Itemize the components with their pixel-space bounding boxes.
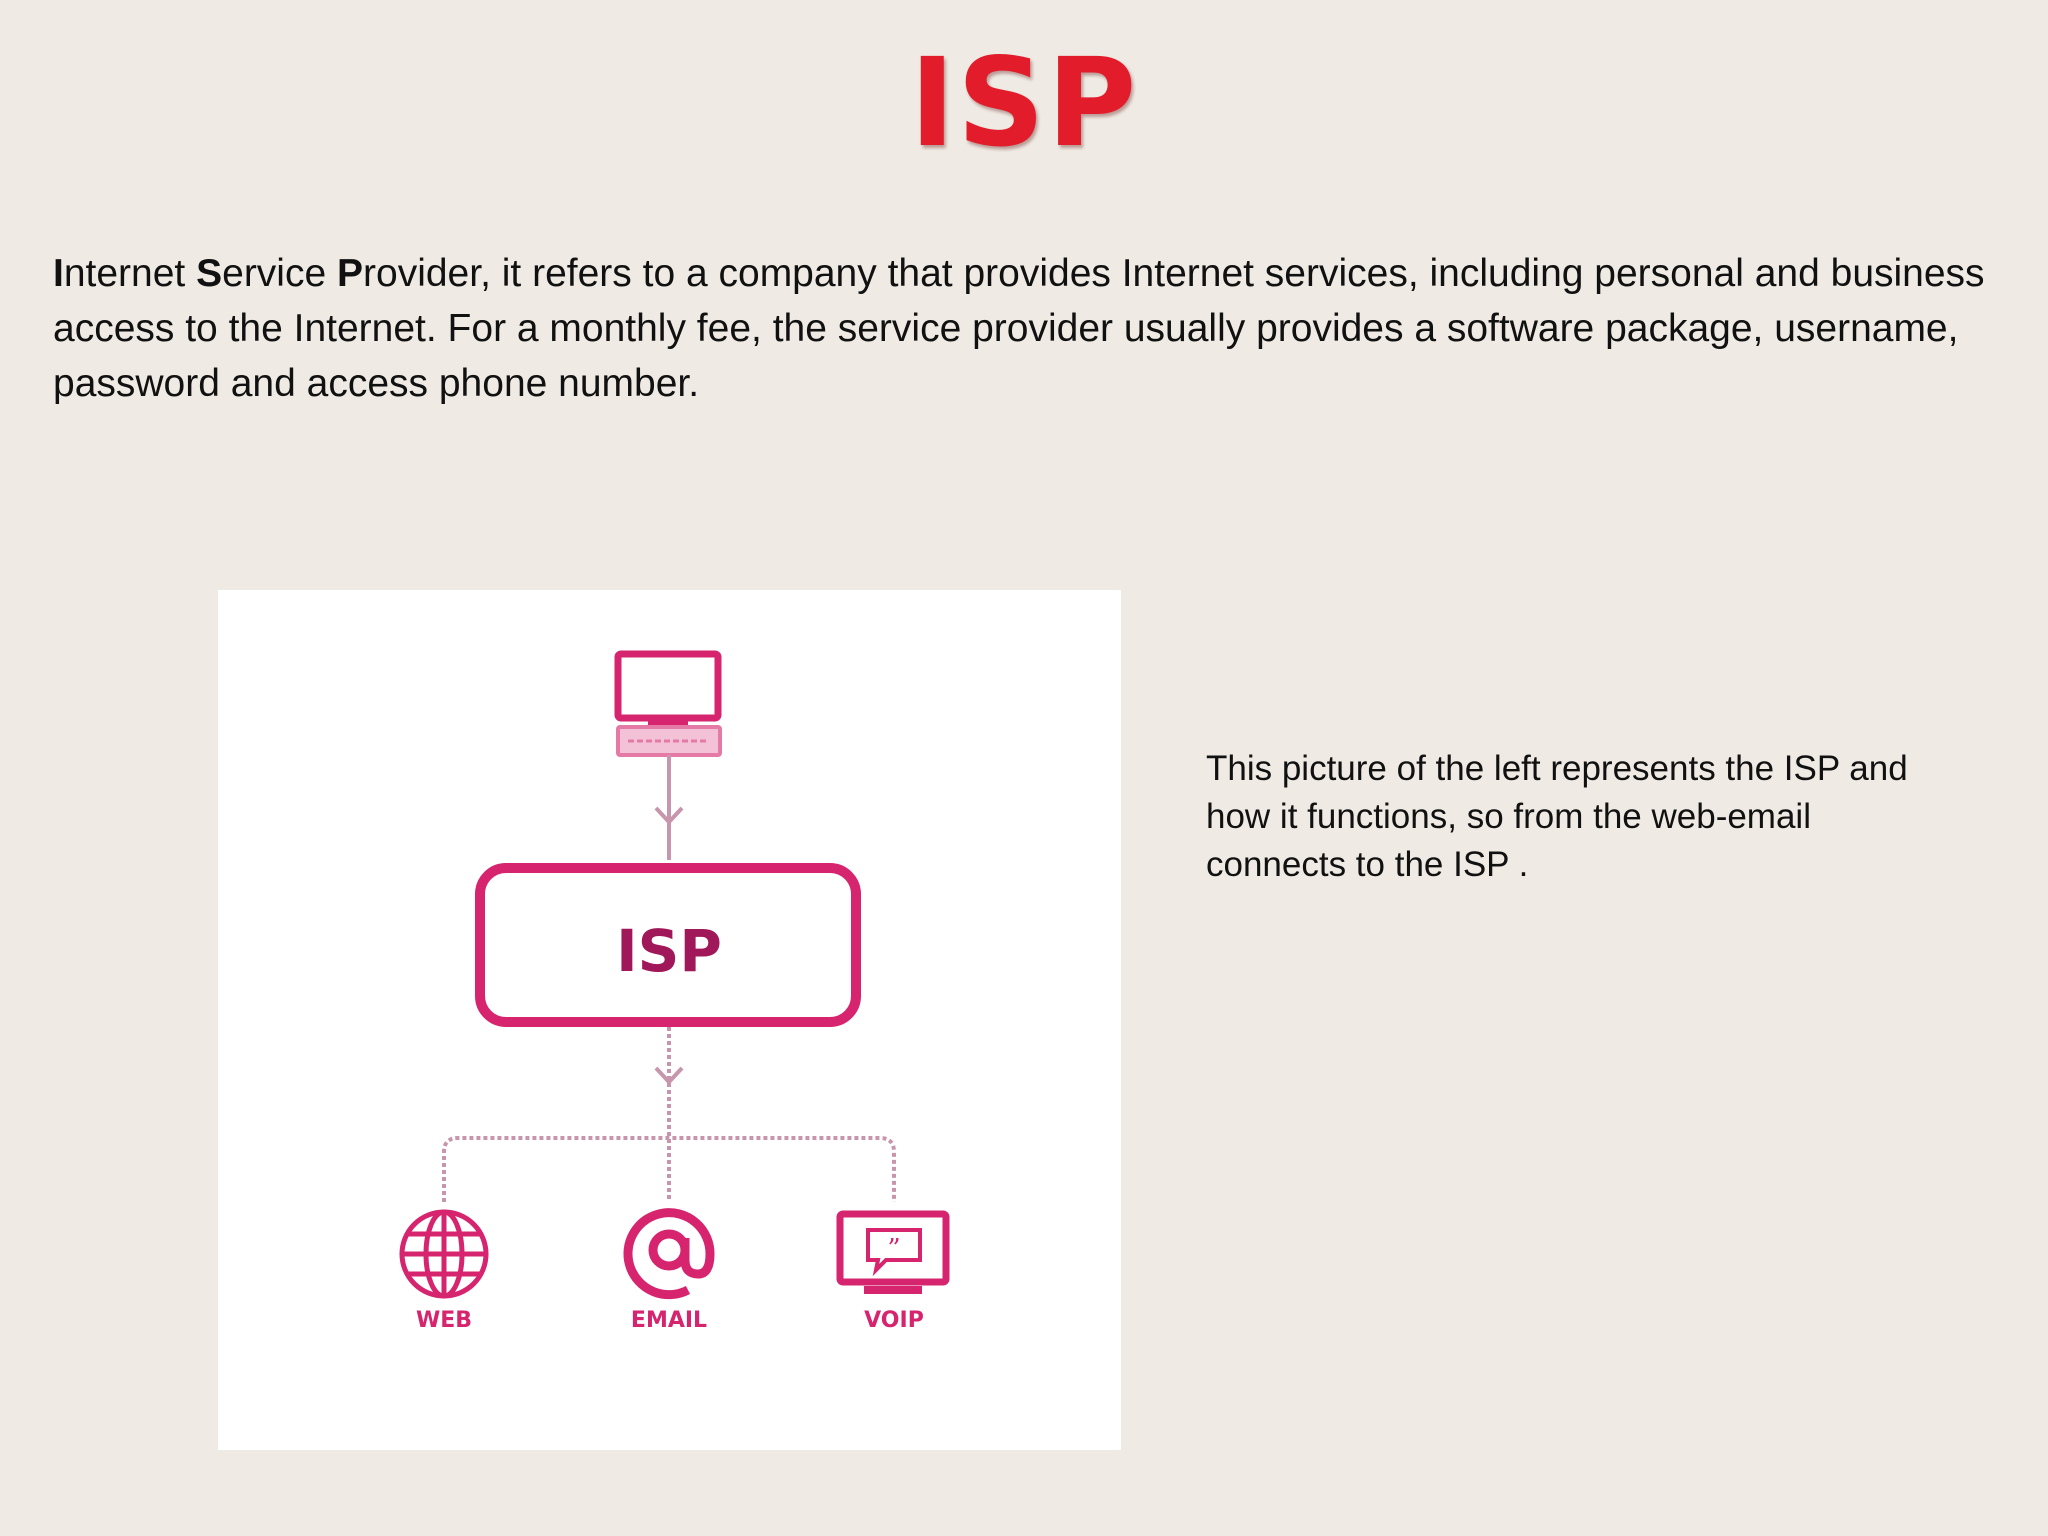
diagram-caption: This picture of the left represents the … <box>1206 749 1908 884</box>
isp-diagram: ISP WEB EMAIL ” <box>218 590 1121 1450</box>
service-label-web: WEB <box>416 1308 472 1333</box>
svg-text:”: ” <box>887 1234 900 1264</box>
intro-body: it refers to a company that provides Int… <box>53 252 1985 405</box>
connector-bottom <box>442 1027 896 1202</box>
speech-monitor-icon: ” <box>836 1210 950 1294</box>
term-rest-internet: nternet <box>63 252 197 295</box>
service-label-voip: VOIP <box>864 1308 924 1333</box>
intro-paragraph: Internet Service Provider, it refers to … <box>53 246 2013 411</box>
slide-title: ISP <box>909 32 1139 174</box>
term-initial-i: I <box>53 252 64 295</box>
term-rest-service: ervice <box>222 252 337 295</box>
service-label-email: EMAIL <box>631 1308 707 1333</box>
isp-box <box>475 863 861 1027</box>
at-sign-icon <box>623 1208 715 1300</box>
isp-box-label: ISP <box>616 917 722 985</box>
isp-diagram-svg: ISP WEB EMAIL ” <box>399 650 950 1333</box>
connector-top <box>654 755 684 860</box>
globe-icon <box>399 1209 489 1299</box>
term-initial-p: P <box>337 252 364 295</box>
term-initial-s: S <box>196 252 223 295</box>
term-rest-provider: rovider, <box>363 252 491 295</box>
computer-icon <box>614 650 722 757</box>
